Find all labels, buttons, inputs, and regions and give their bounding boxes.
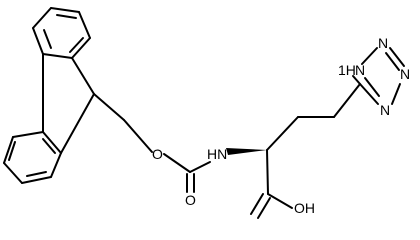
- tetrazole-n4-label: N: [380, 102, 390, 118]
- stereo-wedge-bond: [226, 148, 267, 155]
- tetrazole-ring: [352, 47, 405, 105]
- tetrazole-n1-label: N: [355, 62, 365, 78]
- acid-oh-label: OH: [294, 200, 315, 216]
- fluorene-five-ring: [42, 53, 95, 154]
- tetrazole-n2-label: N: [378, 35, 388, 51]
- chemical-structure: O O HN OH 1H N N N N: [3, 7, 410, 219]
- nh-label: HN: [207, 146, 227, 162]
- fluorene-top-ring: [32, 7, 91, 59]
- tetrazole-n3-label: N: [400, 66, 410, 82]
- fmoc-linker-bonds: [93, 93, 153, 153]
- carbamate-bonds: [163, 153, 211, 193]
- carboxylic-acid-bonds: [250, 149, 293, 219]
- tetrazole-1h-label: 1H: [338, 62, 356, 78]
- side-chain-bonds: [266, 83, 361, 151]
- carbonyl-oxygen-label: O: [185, 192, 196, 208]
- ester-oxygen-label: O: [152, 146, 163, 162]
- fluorene-bottom-ring: [3, 131, 62, 184]
